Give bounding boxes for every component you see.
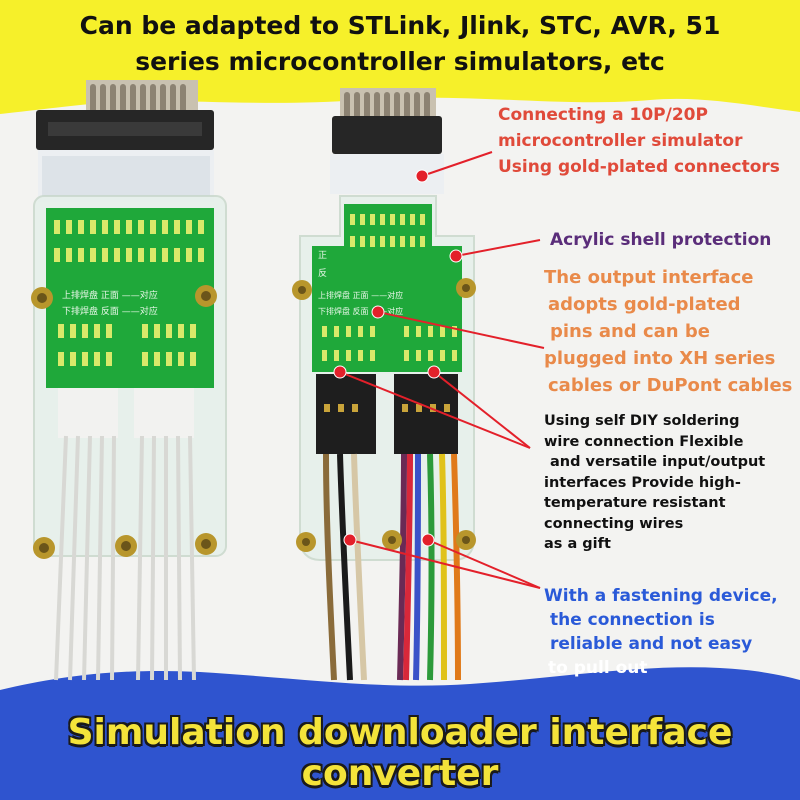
dot-output [371, 305, 385, 319]
callout-diy-line: connecting wires [544, 515, 684, 532]
pcb-label-left-bottom: 下排焊盘 反面 ——对应 [62, 305, 158, 317]
callout-fastening-line: With a fastening device, [544, 586, 778, 606]
callout-fastening: With a fastening device, the connection … [544, 584, 778, 680]
callout-diy-line: Using self DIY soldering [544, 413, 740, 429]
dot-connector [415, 169, 429, 183]
callout-fastening-line: the connection is [550, 610, 715, 630]
headline-line-1: Can be adapted to STLink, Jlink, STC, AV… [79, 11, 721, 40]
callout-connector-line: microcontroller simulator [498, 131, 743, 151]
right-adapter [292, 88, 476, 681]
callout-output-line: cables or DuPont cables [548, 375, 793, 396]
dot-header-right [427, 365, 441, 379]
callout-fastening-line: reliable and not easy [550, 634, 753, 654]
yellow-banner-band [0, 0, 800, 114]
dot-fasten-right [421, 533, 435, 547]
pcb-label-right-top: 上排焊盘 正面 ——对应 [318, 290, 403, 300]
callout-diy: Using self DIY soldering wire connection… [544, 411, 765, 555]
pcb-label-left-top: 上排焊盘 正面 ——对应 [62, 289, 158, 301]
leader-dots [333, 169, 463, 547]
headline-line-2: series microcontroller simulators, etc [135, 47, 665, 76]
pcb-side-mark-back: 反 [318, 268, 327, 279]
callout-fastening-line: to pull out [548, 658, 648, 678]
callout-output-line: adopts gold-plated [548, 294, 741, 315]
callout-diy-line: and versatile input/output [550, 454, 766, 470]
blue-banner-band [0, 667, 800, 800]
left-adapter [31, 80, 227, 681]
pcb-label-right-bottom: 下排焊盘 反面 ——对应 [318, 306, 403, 316]
leader-lines [339, 151, 545, 589]
callout-diy-line: as a gift [544, 536, 611, 552]
callout-output-line: plugged into XH series [544, 348, 776, 369]
pcb-side-mark-front: 正 [318, 251, 327, 261]
dot-shell [449, 249, 463, 263]
callout-diy-line: temperature resistant [544, 495, 726, 511]
callout-output-line: The output interface [544, 267, 754, 288]
callout-diy-line: interfaces Provide high- [544, 474, 741, 491]
callout-shell: Acrylic shell protection [550, 230, 772, 250]
callout-diy-line: wire connection Flexible [544, 433, 744, 450]
callout-connector-line: Connecting a 10P/20P [498, 105, 708, 125]
callout-connector-line: Using gold-plated connectors [498, 157, 780, 177]
product-title: Simulation downloader interface converte… [67, 712, 733, 794]
callout-connector: Connecting a 10P/20P microcontroller sim… [498, 102, 780, 180]
dot-fasten-left [343, 533, 357, 547]
dot-header-left [333, 365, 347, 379]
callout-output: The output interface adopts gold-plated … [544, 264, 792, 399]
callout-output-line: pins and can be [550, 321, 710, 342]
